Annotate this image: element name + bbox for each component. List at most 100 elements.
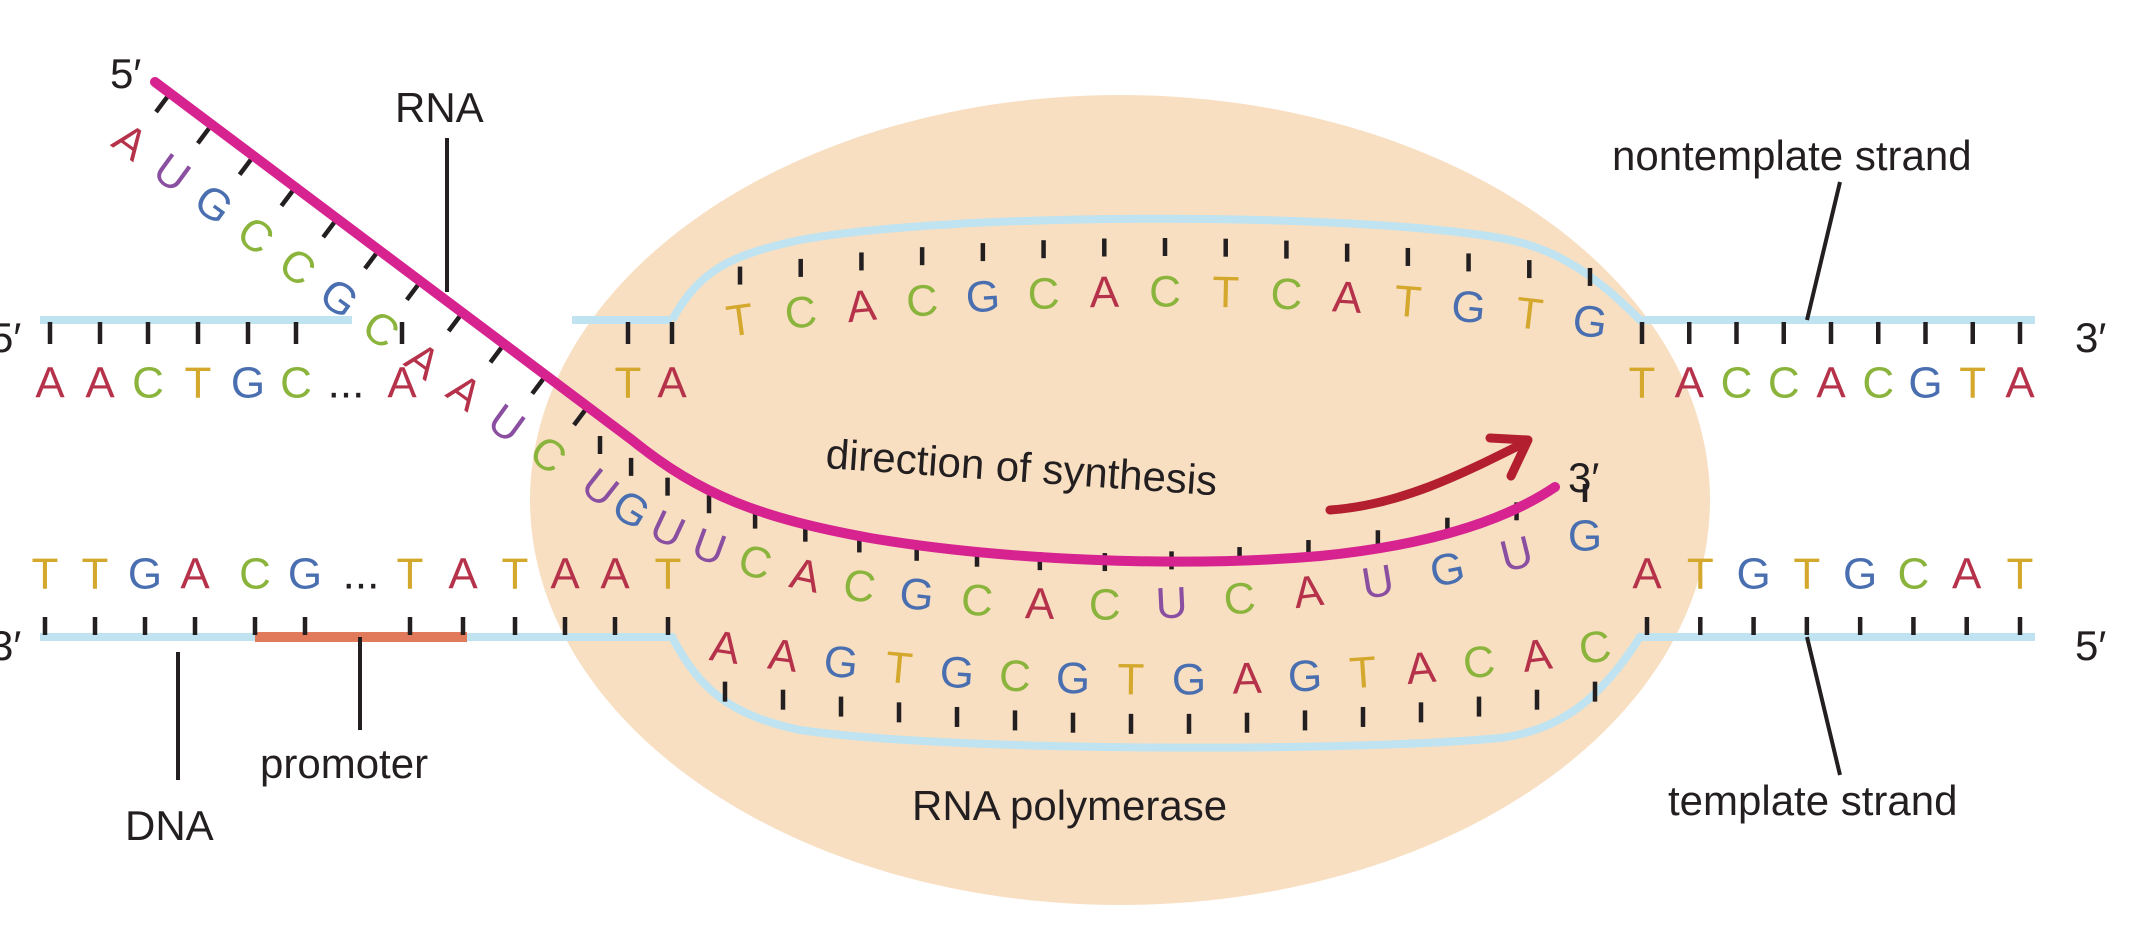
rna-base: G	[1568, 512, 1602, 561]
top-bubble-base: T	[1513, 288, 1546, 340]
bottom-left-3prime-label: 3′	[0, 622, 21, 669]
bottom-bubble-base: C	[1461, 637, 1498, 689]
bottom-right-base: A	[1632, 550, 1662, 599]
top-right-3prime-label: 3′	[2075, 314, 2106, 361]
top-bubble-base: C	[1149, 267, 1181, 316]
top-bubble-base: G	[1449, 281, 1488, 333]
rna-base: C	[354, 301, 409, 359]
direction-arrow	[1325, 440, 1525, 515]
nontemplate-strand-label: nontemplate strand	[1612, 132, 1972, 179]
bottom-left-base: G	[288, 550, 322, 599]
bottom-right-base: G	[1736, 550, 1770, 599]
top-bubble-base: C	[1270, 269, 1304, 319]
bottom-bubble-base: C	[1576, 621, 1615, 674]
top-bubble-base: A	[1089, 268, 1120, 318]
bottom-right-base: T	[1793, 550, 1820, 599]
bottom-left-base: A	[448, 550, 478, 599]
top-right-base: C	[1768, 359, 1800, 408]
bottom-bubble-base: T	[1117, 655, 1144, 704]
bottom-left-base: G	[128, 550, 162, 599]
rna-tick	[196, 125, 212, 145]
top-left-base: A	[35, 359, 65, 408]
bottom-left-base: T	[32, 550, 59, 599]
rna-base: C	[1089, 580, 1121, 629]
top-right-base: A	[2005, 359, 2035, 408]
rna-tick	[321, 219, 338, 239]
bottom-bubble-base: A	[765, 630, 801, 682]
template-strand	[40, 633, 2035, 752]
bottom-bubble-base: A	[1519, 629, 1555, 681]
top-right-base: T	[1629, 359, 1656, 408]
rna-base: C	[228, 207, 283, 265]
rna-polymerase-body	[530, 95, 1710, 905]
rna-base: A	[1024, 579, 1055, 629]
bottom-bubble-base: C	[998, 651, 1032, 702]
top-left-base: C	[280, 359, 312, 408]
rna-tick	[488, 345, 505, 364]
top-right-base: C	[1862, 359, 1894, 408]
promoter-label: promoter	[260, 740, 428, 787]
rna-tick	[154, 94, 170, 114]
bottom-bubble-base: T	[1348, 648, 1378, 699]
top-bubble-base: T	[1212, 268, 1240, 318]
top-bubble-base: T	[723, 294, 756, 346]
rna-base: U	[1154, 578, 1188, 628]
top-bubble-base: C	[1027, 269, 1061, 319]
bottom-left-base: A	[550, 550, 580, 599]
top-right-base: A	[1816, 359, 1846, 408]
rna-tick	[446, 313, 463, 333]
bottom-left-base: T	[655, 550, 682, 599]
top-left-base: A	[387, 359, 417, 408]
top-right-base: A	[1675, 359, 1705, 408]
bottom-right-base: C	[1898, 550, 1930, 599]
rna-base: U	[145, 144, 200, 202]
rna-base: A	[104, 114, 157, 171]
bottom-left-base: ...	[343, 550, 380, 599]
top-mid-base: T	[615, 359, 642, 408]
top-right-base: C	[1721, 359, 1753, 408]
rna-base: C	[270, 238, 325, 296]
rna-strand	[150, 77, 1560, 567]
bottom-bubble-base: G	[938, 647, 976, 698]
bottom-right-base: T	[1687, 550, 1714, 599]
top-left-base: T	[185, 359, 212, 408]
top-bubble-base: G	[964, 272, 1001, 323]
bottom-bubble-base: G	[1287, 651, 1324, 702]
rna-3prime-label: 3′	[1568, 454, 1599, 501]
rna-tick	[404, 282, 421, 302]
rna-tick	[363, 251, 379, 270]
top-right-base: T	[1959, 359, 1986, 408]
bottom-left-base: T	[397, 550, 424, 599]
bottom-right-5prime-label: 5′	[2075, 622, 2106, 669]
top-bubble-base: C	[782, 287, 819, 339]
bottom-bubble-base: G	[1172, 655, 1207, 704]
bottom-left-base: A	[600, 550, 630, 599]
rna-tick	[237, 157, 254, 176]
rna-base: A	[438, 364, 491, 421]
rna-base: U	[479, 395, 534, 453]
bottom-bubble-base: T	[883, 643, 914, 694]
dna-label: DNA	[125, 802, 214, 849]
top-right-base: G	[1908, 359, 1942, 408]
bottom-bubble-base: G	[821, 636, 860, 688]
rna-tick	[572, 407, 588, 427]
top-left-base: C	[132, 359, 164, 408]
bottom-bubble-base: A	[1404, 643, 1438, 694]
rna-base: G	[185, 175, 241, 235]
bottom-left-base: C	[239, 550, 271, 599]
top-bubble-base: G	[1570, 295, 1611, 348]
top-left-base: A	[85, 359, 115, 408]
bottom-right-base: A	[1952, 550, 1982, 599]
rna-tick	[530, 376, 547, 396]
rna-base: C	[1222, 573, 1258, 625]
rna-5prime-label: 5′	[110, 50, 141, 97]
bottom-left-base: T	[82, 550, 109, 599]
rna-base: A	[1291, 566, 1327, 618]
template-strand-label: template strand	[1668, 777, 1958, 824]
top-bubble-base: A	[1331, 272, 1364, 323]
template-leader-line	[1805, 636, 1842, 776]
top-bubble-base: T	[1392, 276, 1423, 327]
bottom-right-base: G	[1843, 550, 1877, 599]
